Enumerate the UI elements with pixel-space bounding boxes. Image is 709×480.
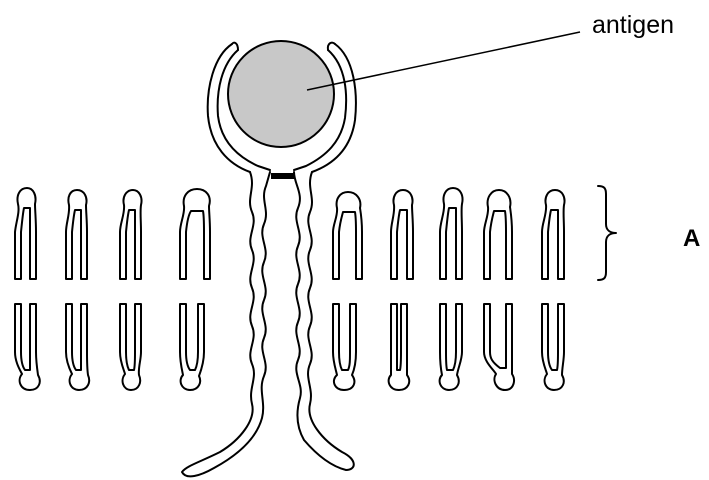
layer-brace <box>598 186 616 280</box>
phospholipid-upper-5 <box>333 192 362 279</box>
receptor-chain-right-outer <box>294 172 354 470</box>
receptor-arm-tip-right <box>328 43 335 50</box>
phospholipid-lower-3 <box>120 304 141 390</box>
phospholipid-lower-9 <box>542 304 564 390</box>
phospholipid-lower-7 <box>440 304 462 390</box>
phospholipid-upper-6 <box>391 190 413 279</box>
phospholipid-lower-2 <box>66 304 89 390</box>
phospholipid-lower-4 <box>180 304 204 390</box>
phospholipid-upper-8 <box>484 190 512 279</box>
antigen-circle <box>228 41 334 147</box>
phospholipid-upper-4 <box>180 189 210 279</box>
phospholipid-lower-5 <box>333 304 356 390</box>
receptor-chain-left-outer <box>182 172 270 476</box>
phospholipid-lower-8 <box>484 304 514 390</box>
phospholipid-upper-7 <box>440 188 463 279</box>
phospholipid-lower-1 <box>15 304 40 390</box>
lower-phospholipid-layer <box>15 304 564 390</box>
phospholipid-upper-9 <box>542 190 565 279</box>
antigen-label: antigen <box>592 11 674 39</box>
phospholipid-upper-1 <box>15 188 36 279</box>
phospholipid-lower-6 <box>389 304 410 390</box>
region-a-label: A <box>683 225 700 252</box>
receptor-arm-tip-left <box>232 43 238 50</box>
phospholipid-upper-2 <box>66 190 87 279</box>
phospholipid-upper-3 <box>120 190 142 279</box>
upper-phospholipid-layer <box>15 188 565 279</box>
